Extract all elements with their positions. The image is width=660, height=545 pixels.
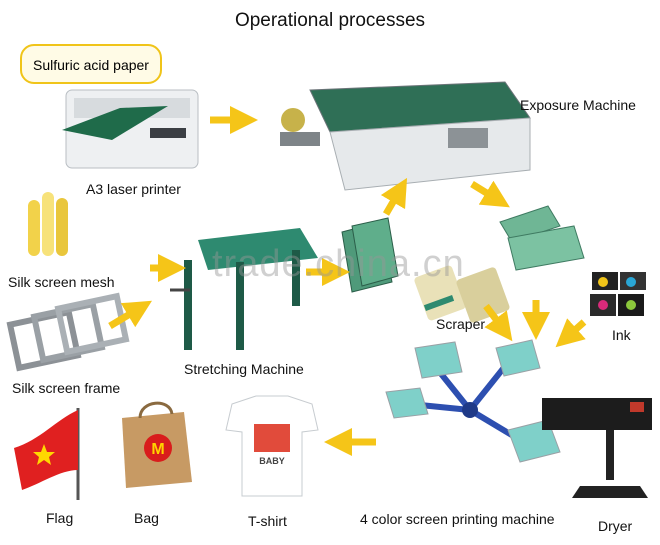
stretched-screens-image [341,217,399,293]
laser-printer-label: A3 laser printer [86,181,181,197]
diagram-title: Operational processes [234,10,426,31]
exposure-machine-label: Exposure Machine [520,97,636,113]
exposed-screens-image [499,205,585,271]
flag-label: Flag [46,510,74,526]
ink-label: Ink [612,327,631,343]
bag-image: M [122,401,192,488]
stretching-machine-label: Stretching Machine [184,361,304,377]
dryer-image [542,398,652,498]
printing-machine-image [385,339,561,463]
silk-screen-mesh-image [28,192,68,256]
flow-arrows [108,106,587,456]
sulfuric-acid-paper-bubble: Sulfuric acid paper [20,44,162,84]
arrow-screens-to-exposure [380,177,408,216]
silk-screen-frame-image [6,292,130,372]
laser-printer-image [62,89,199,169]
stretching-machine-image [170,228,318,350]
arrow-scraper-to-printing [483,303,513,342]
sulfuric-acid-paper-label: Sulfuric acid paper [33,57,149,73]
tshirt-label: T-shirt [248,513,287,529]
arrow-frame-to-stretching [108,300,153,330]
scraper-label: Scraper [436,316,486,332]
watermark: trade.china.cn [212,243,465,285]
dryer-label: Dryer [598,518,633,534]
silk-screen-mesh-label: Silk screen mesh [8,274,115,290]
arrow-exposure-to-exposed [470,180,510,208]
bag-label: Bag [134,510,159,526]
tshirt-image: BABY [225,395,319,497]
scraper-image [414,265,510,323]
ink-image [590,272,646,316]
arrow-ink-to-printing [555,318,587,348]
silk-screen-frame-label: Silk screen frame [12,380,121,396]
printing-machine-label: 4 color screen printing machine [360,511,555,527]
flag-image [14,408,80,500]
bag-logo-text: M [151,441,164,458]
exposure-machine-image [280,81,531,191]
tshirt-print-text: BABY [259,456,285,466]
